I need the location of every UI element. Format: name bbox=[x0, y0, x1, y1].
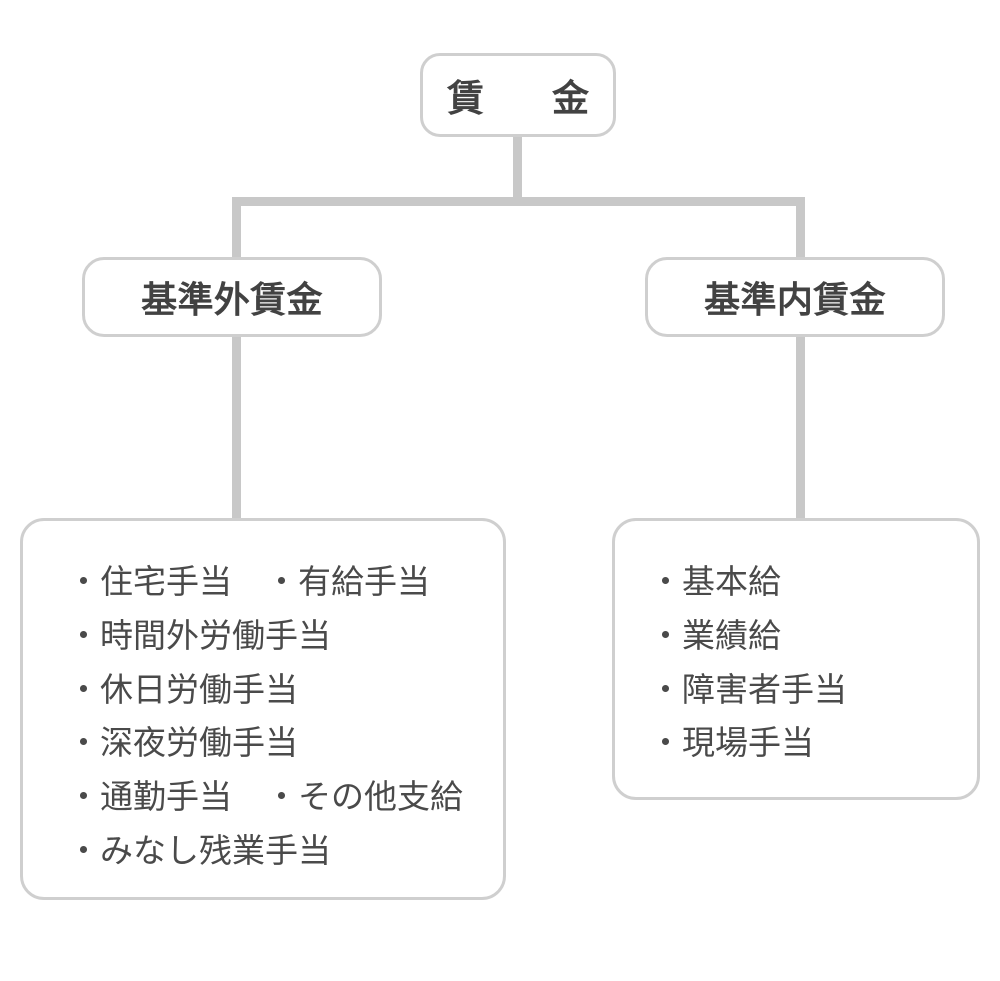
list-item: ・通勤手当 ・その他支給 bbox=[67, 777, 463, 817]
node-branch-non-standard-wages-label: 基準外賃金 bbox=[141, 280, 323, 321]
connector-drop-to-left-mid bbox=[232, 197, 241, 261]
node-list-non-standard-wages: ・住宅手当 ・有給手当 ・時間外労働手当 ・休日労働手当 ・深夜労働手当 ・通勤… bbox=[20, 518, 506, 900]
node-branch-standard-wages: 基準内賃金 bbox=[645, 257, 945, 337]
connector-drop-to-right-mid bbox=[796, 197, 805, 261]
list-item: ・基本給 bbox=[649, 562, 781, 601]
node-branch-non-standard-wages: 基準外賃金 bbox=[82, 257, 382, 337]
list-item: ・深夜労働手当 bbox=[67, 723, 298, 763]
connector-right-mid-to-list bbox=[796, 334, 805, 522]
list-item: ・障害者手当 bbox=[649, 669, 847, 709]
connector-horizontal-bar bbox=[232, 197, 805, 206]
non-standard-wages-item-list: ・住宅手当 ・有給手当 ・時間外労働手当 ・休日労働手当 ・深夜労働手当 ・通勤… bbox=[67, 555, 463, 878]
connector-root-stem bbox=[513, 135, 522, 203]
node-branch-standard-wages-label: 基準内賃金 bbox=[704, 280, 886, 321]
list-item: ・住宅手当 ・有給手当 bbox=[67, 562, 430, 601]
list-item: ・業績給 bbox=[649, 615, 781, 655]
standard-wages-item-list: ・基本給 ・業績給 ・障害者手当 ・現場手当 bbox=[649, 555, 847, 770]
list-item: ・現場手当 bbox=[649, 723, 814, 763]
list-item: ・休日労働手当 bbox=[67, 669, 298, 709]
list-item: ・時間外労働手当 bbox=[67, 615, 331, 655]
connector-left-mid-to-list bbox=[232, 334, 241, 522]
node-root-label: 賃 金 bbox=[446, 77, 605, 120]
node-root-wages: 賃 金 bbox=[420, 53, 616, 137]
node-list-standard-wages: ・基本給 ・業績給 ・障害者手当 ・現場手当 bbox=[612, 518, 980, 800]
list-item: ・みなし残業手当 bbox=[67, 830, 331, 870]
